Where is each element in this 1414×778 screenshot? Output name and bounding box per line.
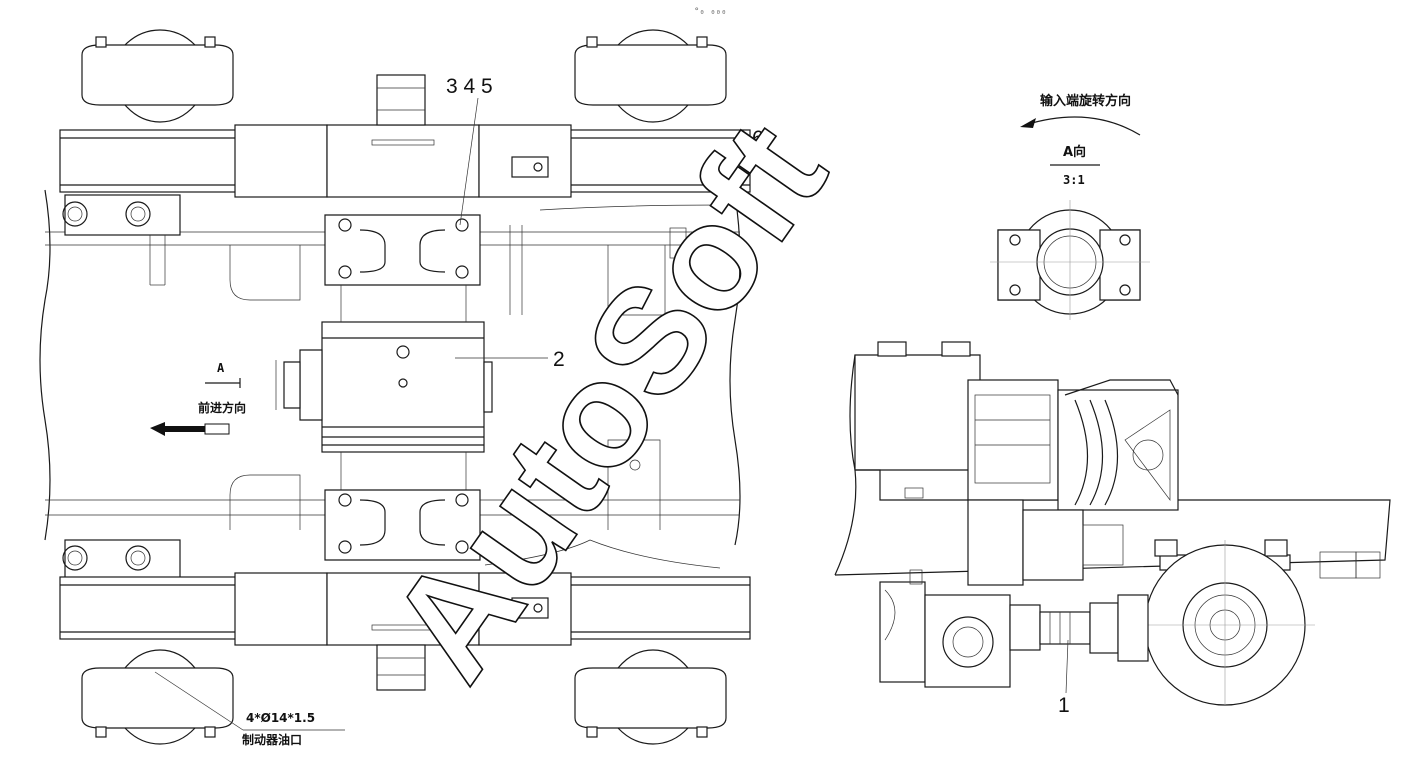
view-a-detail: 输入端旋转方向 A向 3:1	[990, 93, 1150, 320]
drive-unit	[275, 285, 493, 490]
brake-port-annotation: 4*Ø14*1.5 制动器油口	[154, 671, 345, 747]
wheel-top-right	[574, 29, 727, 123]
lower-suspension-bracket	[229, 439, 721, 569]
upper-axle	[59, 74, 751, 286]
top-mark: °₀ ₀₀₀	[694, 7, 727, 17]
callout-2: 2	[455, 348, 565, 371]
fan-housing	[1057, 389, 1179, 511]
callout-6: 6	[717, 127, 764, 206]
motor-block	[967, 379, 1059, 501]
frame-break-line-left	[39, 189, 51, 541]
brake-port-label: 制动器油口	[242, 732, 302, 747]
drive-shaft	[1009, 594, 1149, 662]
side-elevation-view: 1	[834, 341, 1391, 717]
chassis-plan-view: A 前进方向 3 4 5 6 2 4*Ø14*1.5 制动器油口	[39, 29, 764, 747]
input-rotation-label: 输入端旋转方向	[1040, 93, 1131, 109]
svg-text:2: 2	[553, 348, 565, 371]
section-marker-a: A 前进方向	[150, 361, 246, 436]
callout-345: 3 4 5	[446, 75, 493, 226]
brake-port-spec: 4*Ø14*1.5	[246, 711, 315, 725]
arrow-letter-a: A	[217, 361, 225, 375]
break-line	[834, 354, 857, 576]
view-a-title: A向	[1063, 144, 1086, 160]
lower-axle	[59, 539, 751, 691]
rotation-arrow-icon	[1020, 118, 1036, 128]
view-a-scale: 3:1	[1063, 173, 1085, 187]
wheel-bottom-right	[574, 649, 727, 745]
forward-arrow-icon	[150, 422, 228, 436]
callout-1: 1	[1058, 694, 1070, 717]
frame-break-line-right	[729, 194, 741, 546]
forward-direction-label: 前进方向	[198, 400, 246, 415]
brake-unit	[879, 581, 926, 683]
svg-text:3 4 5: 3 4 5	[446, 75, 493, 98]
upper-suspension-bracket	[229, 204, 721, 316]
svg-text:6: 6	[752, 127, 764, 150]
rotation-arc	[1024, 116, 1141, 136]
wheel-bottom-left	[81, 649, 234, 745]
wheel-top-left	[81, 29, 234, 123]
